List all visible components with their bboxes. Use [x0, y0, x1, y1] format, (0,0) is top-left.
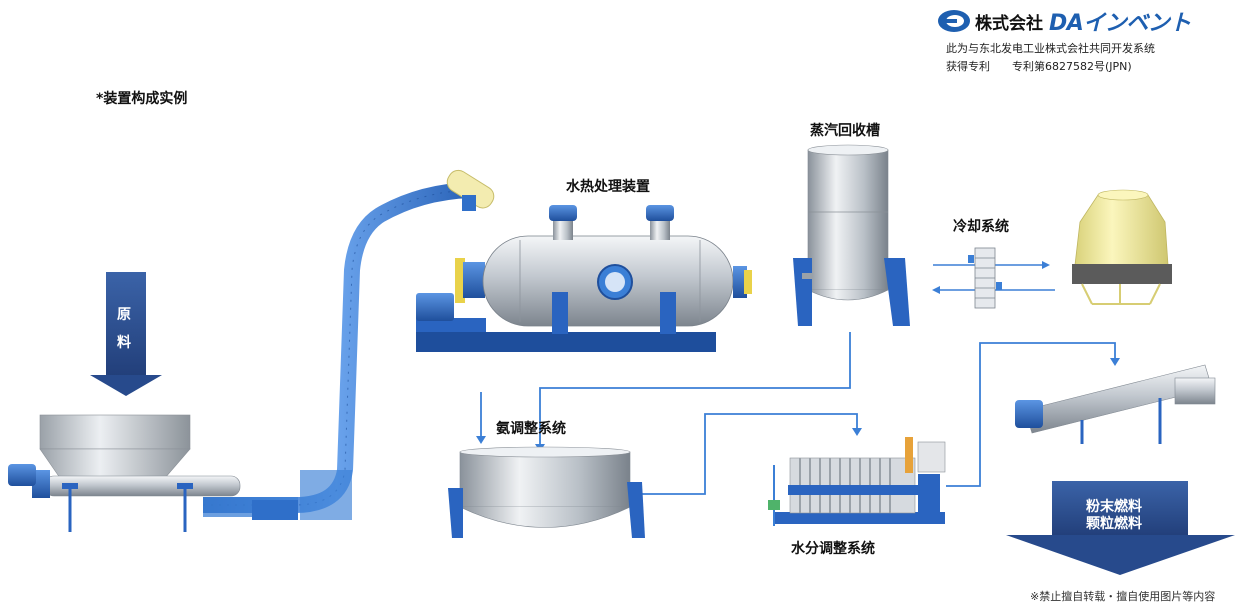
hopper-feeder — [8, 414, 241, 532]
cooling-tower — [1072, 189, 1172, 305]
brand-note-line1: 此为与东北发电工业株式会社共同开发系统 — [946, 42, 1155, 55]
brand-header: 株式会社 DAインベント — [937, 6, 1191, 36]
brand-note-line2: 获得专利 专利第6827582号(JPN) — [946, 60, 1132, 73]
brand-company-en: DAインベント — [1049, 11, 1191, 36]
flow-lines — [480, 332, 1116, 495]
da-invent-logo-icon — [938, 10, 970, 32]
bucket-elevator-pipe — [203, 169, 495, 520]
steam-recovery-tank — [793, 144, 910, 326]
hydrothermal-vessel — [416, 205, 752, 352]
ammonia-tank — [448, 446, 645, 538]
product-line2: 颗粒燃料 — [1086, 516, 1142, 532]
cooling-exchanger — [932, 247, 1055, 309]
label-moisture: 水分调整系统 — [791, 541, 875, 557]
product-arrow — [1006, 481, 1235, 575]
raw-material-arrow — [90, 272, 162, 396]
label-steam-tank: 蒸汽回收槽 — [810, 123, 880, 139]
label-cooling: 冷却系统 — [953, 219, 1009, 235]
flow-arrowheads — [476, 358, 1120, 452]
label-ammonia: 氨调整系统 — [496, 421, 566, 437]
brand-company-jp: 株式会社 — [975, 13, 1043, 34]
caption: *装置构成实例 — [96, 91, 188, 107]
filter-press — [768, 437, 946, 526]
product-line1: 粉末燃料 — [1086, 499, 1142, 515]
raw-material-char1: 原 — [117, 307, 131, 323]
raw-material-char2: 料 — [117, 335, 131, 351]
footer-notice: ※禁止擅自转载・擅自使用图片等内容 — [1030, 590, 1216, 603]
label-hydrothermal: 水热处理装置 — [566, 179, 650, 195]
output-conveyor — [1015, 364, 1216, 444]
